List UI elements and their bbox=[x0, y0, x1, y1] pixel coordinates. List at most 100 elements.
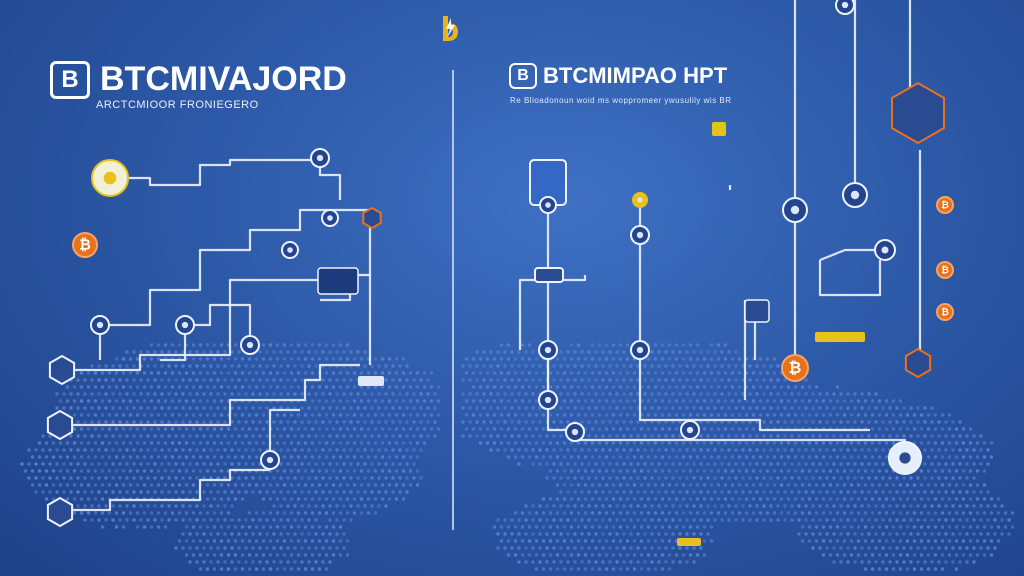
map-dot bbox=[713, 462, 717, 466]
map-dot bbox=[734, 448, 738, 452]
map-dot bbox=[937, 434, 941, 438]
map-dot bbox=[818, 406, 822, 410]
map-dot bbox=[769, 378, 773, 382]
map-dot bbox=[261, 357, 266, 361]
map-dot bbox=[335, 378, 339, 382]
map-dot bbox=[352, 385, 357, 389]
map-dot bbox=[226, 385, 231, 389]
map-dot bbox=[748, 420, 752, 424]
map-dot bbox=[923, 434, 927, 438]
map-dot bbox=[90, 434, 94, 438]
map-dot bbox=[86, 469, 91, 473]
map-dot bbox=[940, 427, 945, 431]
map-dot bbox=[846, 392, 850, 396]
map-dot bbox=[149, 357, 154, 361]
map-dot bbox=[797, 448, 801, 452]
map-dot bbox=[188, 448, 192, 452]
map-dot bbox=[429, 427, 434, 431]
map-dot bbox=[286, 434, 290, 438]
map-dot bbox=[366, 427, 371, 431]
map-dot bbox=[569, 399, 574, 403]
map-dot bbox=[121, 413, 126, 417]
map-dot bbox=[394, 455, 399, 459]
map-dot bbox=[520, 399, 525, 403]
map-dot bbox=[212, 399, 217, 403]
map-dot bbox=[517, 364, 521, 368]
map-dot bbox=[317, 399, 322, 403]
map-dot bbox=[296, 413, 301, 417]
map-dot bbox=[233, 441, 238, 445]
map-dot bbox=[198, 455, 203, 459]
map-dot bbox=[842, 455, 847, 459]
map-dot bbox=[646, 385, 651, 389]
map-dot bbox=[569, 441, 574, 445]
map-dot bbox=[559, 378, 563, 382]
map-dot bbox=[216, 378, 220, 382]
map-dot bbox=[601, 350, 605, 354]
map-dot bbox=[391, 378, 395, 382]
map-dot bbox=[510, 378, 514, 382]
map-dot bbox=[951, 434, 955, 438]
map-dot bbox=[524, 434, 528, 438]
map-dot bbox=[846, 448, 850, 452]
map-dot bbox=[510, 350, 514, 354]
map-dot bbox=[205, 427, 210, 431]
map-dot bbox=[944, 448, 948, 452]
map-dot bbox=[622, 406, 626, 410]
map-dot bbox=[569, 455, 574, 459]
map-dot bbox=[468, 378, 472, 382]
map-dot bbox=[720, 420, 724, 424]
map-dot bbox=[58, 469, 63, 473]
map-dot bbox=[573, 406, 577, 410]
map-dot bbox=[856, 455, 861, 459]
map-dot bbox=[622, 420, 626, 424]
map-dot bbox=[272, 392, 276, 396]
map-dot bbox=[275, 371, 280, 375]
map-dot bbox=[734, 350, 738, 354]
map-dot bbox=[793, 413, 798, 417]
map-dot bbox=[44, 455, 49, 459]
map-dot bbox=[506, 371, 511, 375]
map-dot bbox=[650, 434, 654, 438]
map-dot bbox=[125, 350, 129, 354]
map-dot bbox=[146, 434, 150, 438]
map-dot bbox=[611, 343, 616, 347]
map-dot bbox=[100, 441, 105, 445]
right-brand-logo-letter: B bbox=[517, 67, 529, 84]
map-dot bbox=[286, 462, 290, 466]
map-dot bbox=[524, 420, 528, 424]
map-dot bbox=[954, 441, 959, 445]
map-dot bbox=[478, 427, 483, 431]
map-dot bbox=[905, 427, 910, 431]
map-dot bbox=[384, 448, 388, 452]
map-dot bbox=[247, 455, 252, 459]
map-dot bbox=[300, 462, 304, 466]
map-dot bbox=[636, 364, 640, 368]
map-dot bbox=[517, 420, 521, 424]
map-dot bbox=[615, 378, 619, 382]
map-dot bbox=[919, 427, 924, 431]
map-dot bbox=[163, 427, 168, 431]
map-dot bbox=[741, 462, 745, 466]
map-dot bbox=[433, 434, 437, 438]
map-dot bbox=[55, 392, 59, 396]
map-dot bbox=[191, 427, 196, 431]
map-dot bbox=[177, 343, 182, 347]
map-dot bbox=[520, 371, 525, 375]
map-dot bbox=[671, 420, 675, 424]
map-dot bbox=[296, 357, 301, 361]
map-dot bbox=[111, 448, 115, 452]
map-dot bbox=[128, 427, 133, 431]
map-dot bbox=[475, 392, 479, 396]
map-dot bbox=[317, 413, 322, 417]
map-dot bbox=[772, 371, 777, 375]
map-dot bbox=[160, 434, 164, 438]
map-dot bbox=[643, 392, 647, 396]
map-dot bbox=[468, 392, 472, 396]
map-dot bbox=[765, 399, 770, 403]
map-dot bbox=[111, 434, 115, 438]
map-dot bbox=[664, 378, 668, 382]
map-dot bbox=[321, 420, 325, 424]
map-dot bbox=[170, 469, 175, 473]
map-dot bbox=[744, 455, 749, 459]
